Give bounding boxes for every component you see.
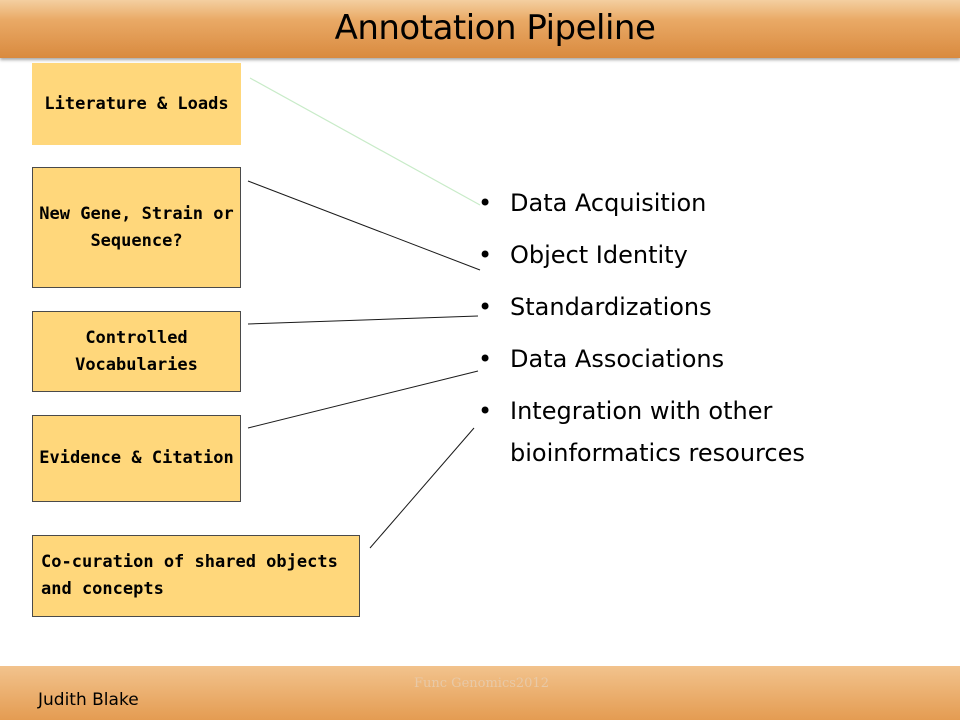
bullet-text: Integration with other bioinformatics re… — [510, 397, 805, 467]
bullet-icon: • — [478, 241, 493, 269]
title-bar — [0, 0, 960, 58]
bullet-text: Data Acquisition — [510, 189, 707, 217]
bullet-text: Object Identity — [510, 241, 688, 269]
box-literature-loads: Literature & Loads — [32, 63, 241, 145]
footer-author: Judith Blake — [38, 690, 139, 710]
bullet-text: Data Associations — [510, 345, 725, 373]
bullet-item: • Data Associations — [478, 338, 948, 380]
bullet-icon: • — [478, 189, 493, 217]
bullet-item: • Integration with other bioinformatics r… — [478, 390, 948, 474]
bullet-item: • Standardizations — [478, 286, 948, 328]
connector-line-5 — [369, 427, 475, 549]
bullet-icon: • — [478, 397, 493, 425]
bullet-icon: • — [478, 293, 493, 321]
box-co-curation: Co-curation of shared objects and concep… — [32, 535, 360, 617]
slide-title: Annotation Pipeline — [334, 8, 656, 48]
bullet-list: • Data Acquisition • Object Identity • Stan… — [478, 182, 948, 484]
footer-event: Func Genomics2012 — [414, 676, 549, 691]
bullet-item: • Data Acquisition — [478, 182, 948, 224]
connector-line-2 — [247, 180, 481, 271]
box-evidence-citation: Evidence & Citation — [32, 415, 241, 502]
box-new-gene-strain-sequence: New Gene, Strain or Sequence? — [32, 167, 241, 288]
connector-line-4 — [247, 370, 479, 429]
bullet-text: Standardizations — [510, 293, 712, 321]
connector-line-3 — [247, 315, 479, 325]
connector-line-1 — [249, 77, 481, 206]
footer-bar — [0, 666, 960, 720]
box-controlled-vocabularies: Controlled Vocabularies — [32, 311, 241, 392]
bullet-icon: • — [478, 345, 493, 373]
bullet-item: • Object Identity — [478, 234, 948, 276]
